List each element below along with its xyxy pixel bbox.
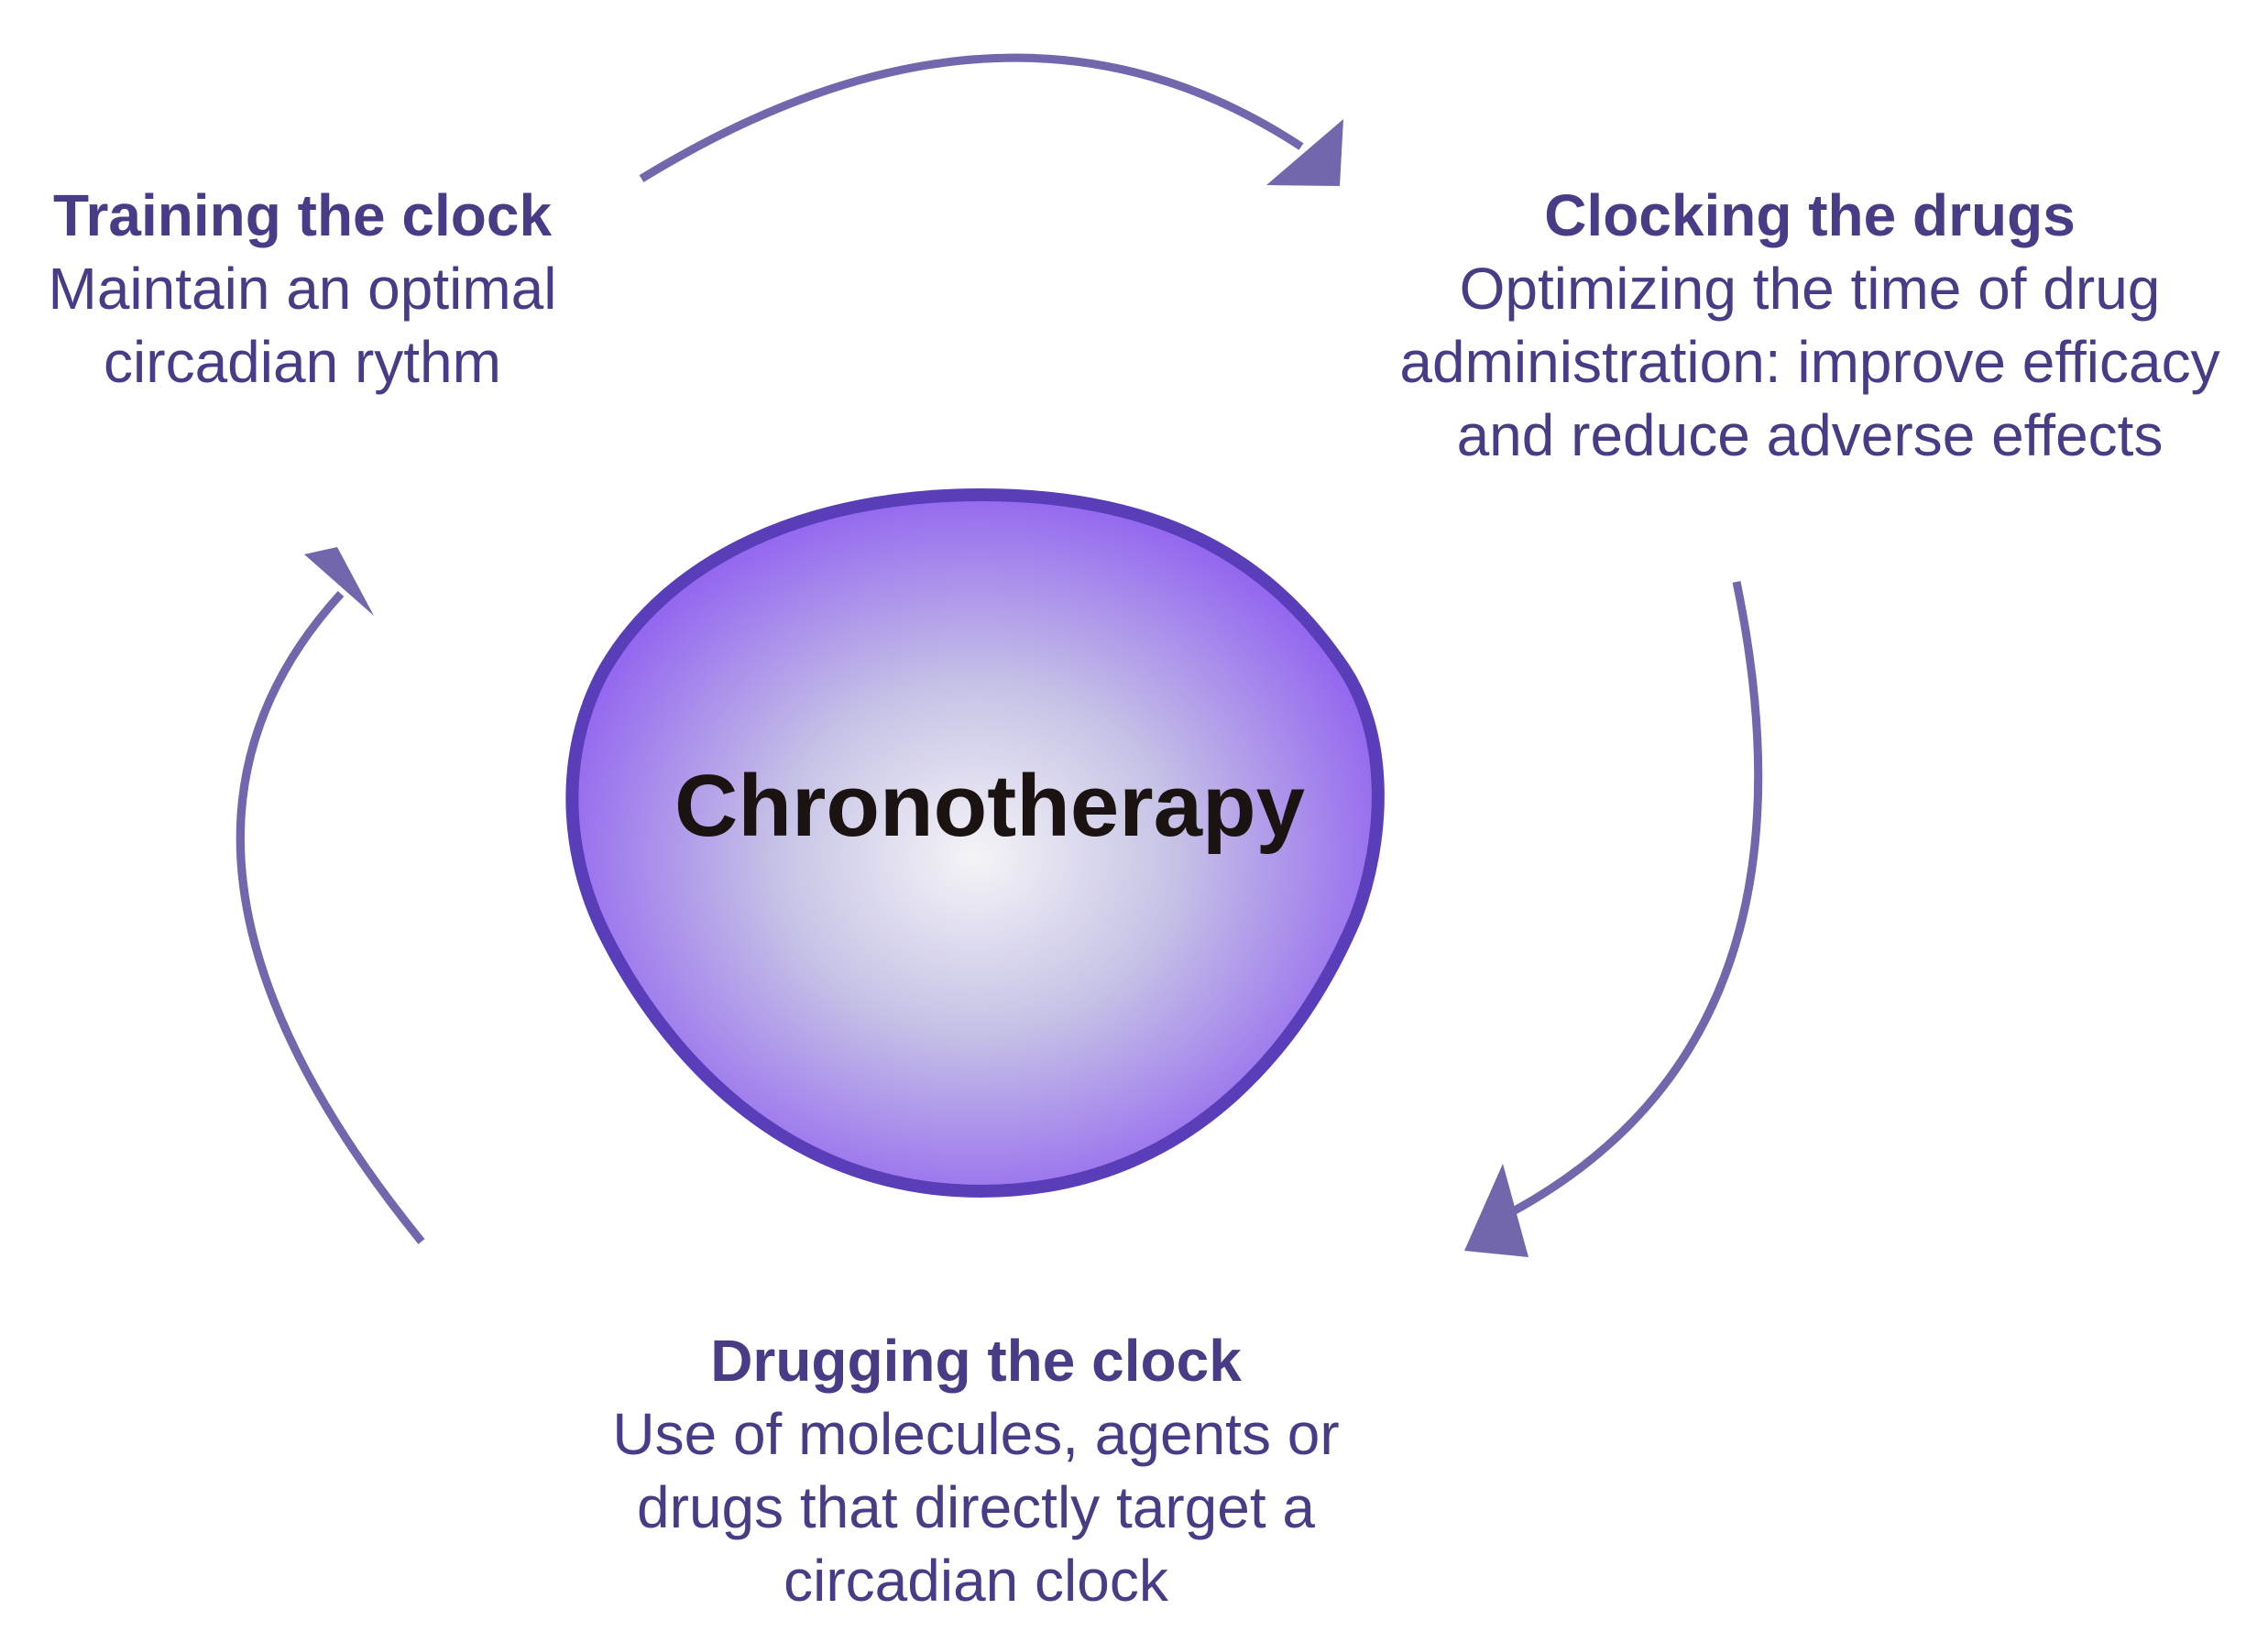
drugging-the-clock-block: Drugging the clock Use of molecules, age… <box>513 1324 1439 1617</box>
drugging-title: Drugging the clock <box>710 1328 1242 1394</box>
arrow-drugging-to-training <box>236 590 425 1244</box>
arrowhead-training <box>304 547 374 616</box>
clocking-line-1: Optimizing the time of drug <box>1459 256 2161 322</box>
arrowhead-clocking <box>1266 119 1343 186</box>
center-label: Chronotherapy <box>674 757 1306 855</box>
drugging-line-2: drugs that directly target a <box>637 1474 1315 1540</box>
training-title: Training the clock <box>52 182 553 248</box>
arrow-training-to-clocking <box>639 53 1304 182</box>
arrow-clocking-to-drugging <box>1500 581 1763 1221</box>
training-the-clock-block: Training the clock Maintain an optimal c… <box>9 179 596 399</box>
arrowhead-drugging <box>1464 1164 1528 1257</box>
training-line-2: circadian rythm <box>104 329 501 395</box>
chronotherapy-blob <box>565 487 1385 1199</box>
drugging-line-1: Use of molecules, agents or <box>612 1401 1340 1467</box>
drugging-line-3: circadian clock <box>783 1548 1168 1614</box>
clocking-title: Clocking the drugs <box>1544 182 2076 248</box>
training-line-1: Maintain an optimal <box>48 256 557 322</box>
clocking-line-3: and reduce adverse effects <box>1456 402 2164 468</box>
clocking-line-2: administration: improve efficacy <box>1399 329 2220 395</box>
clocking-the-drugs-block: Clocking the drugs Optimizing the time o… <box>1356 179 2263 472</box>
